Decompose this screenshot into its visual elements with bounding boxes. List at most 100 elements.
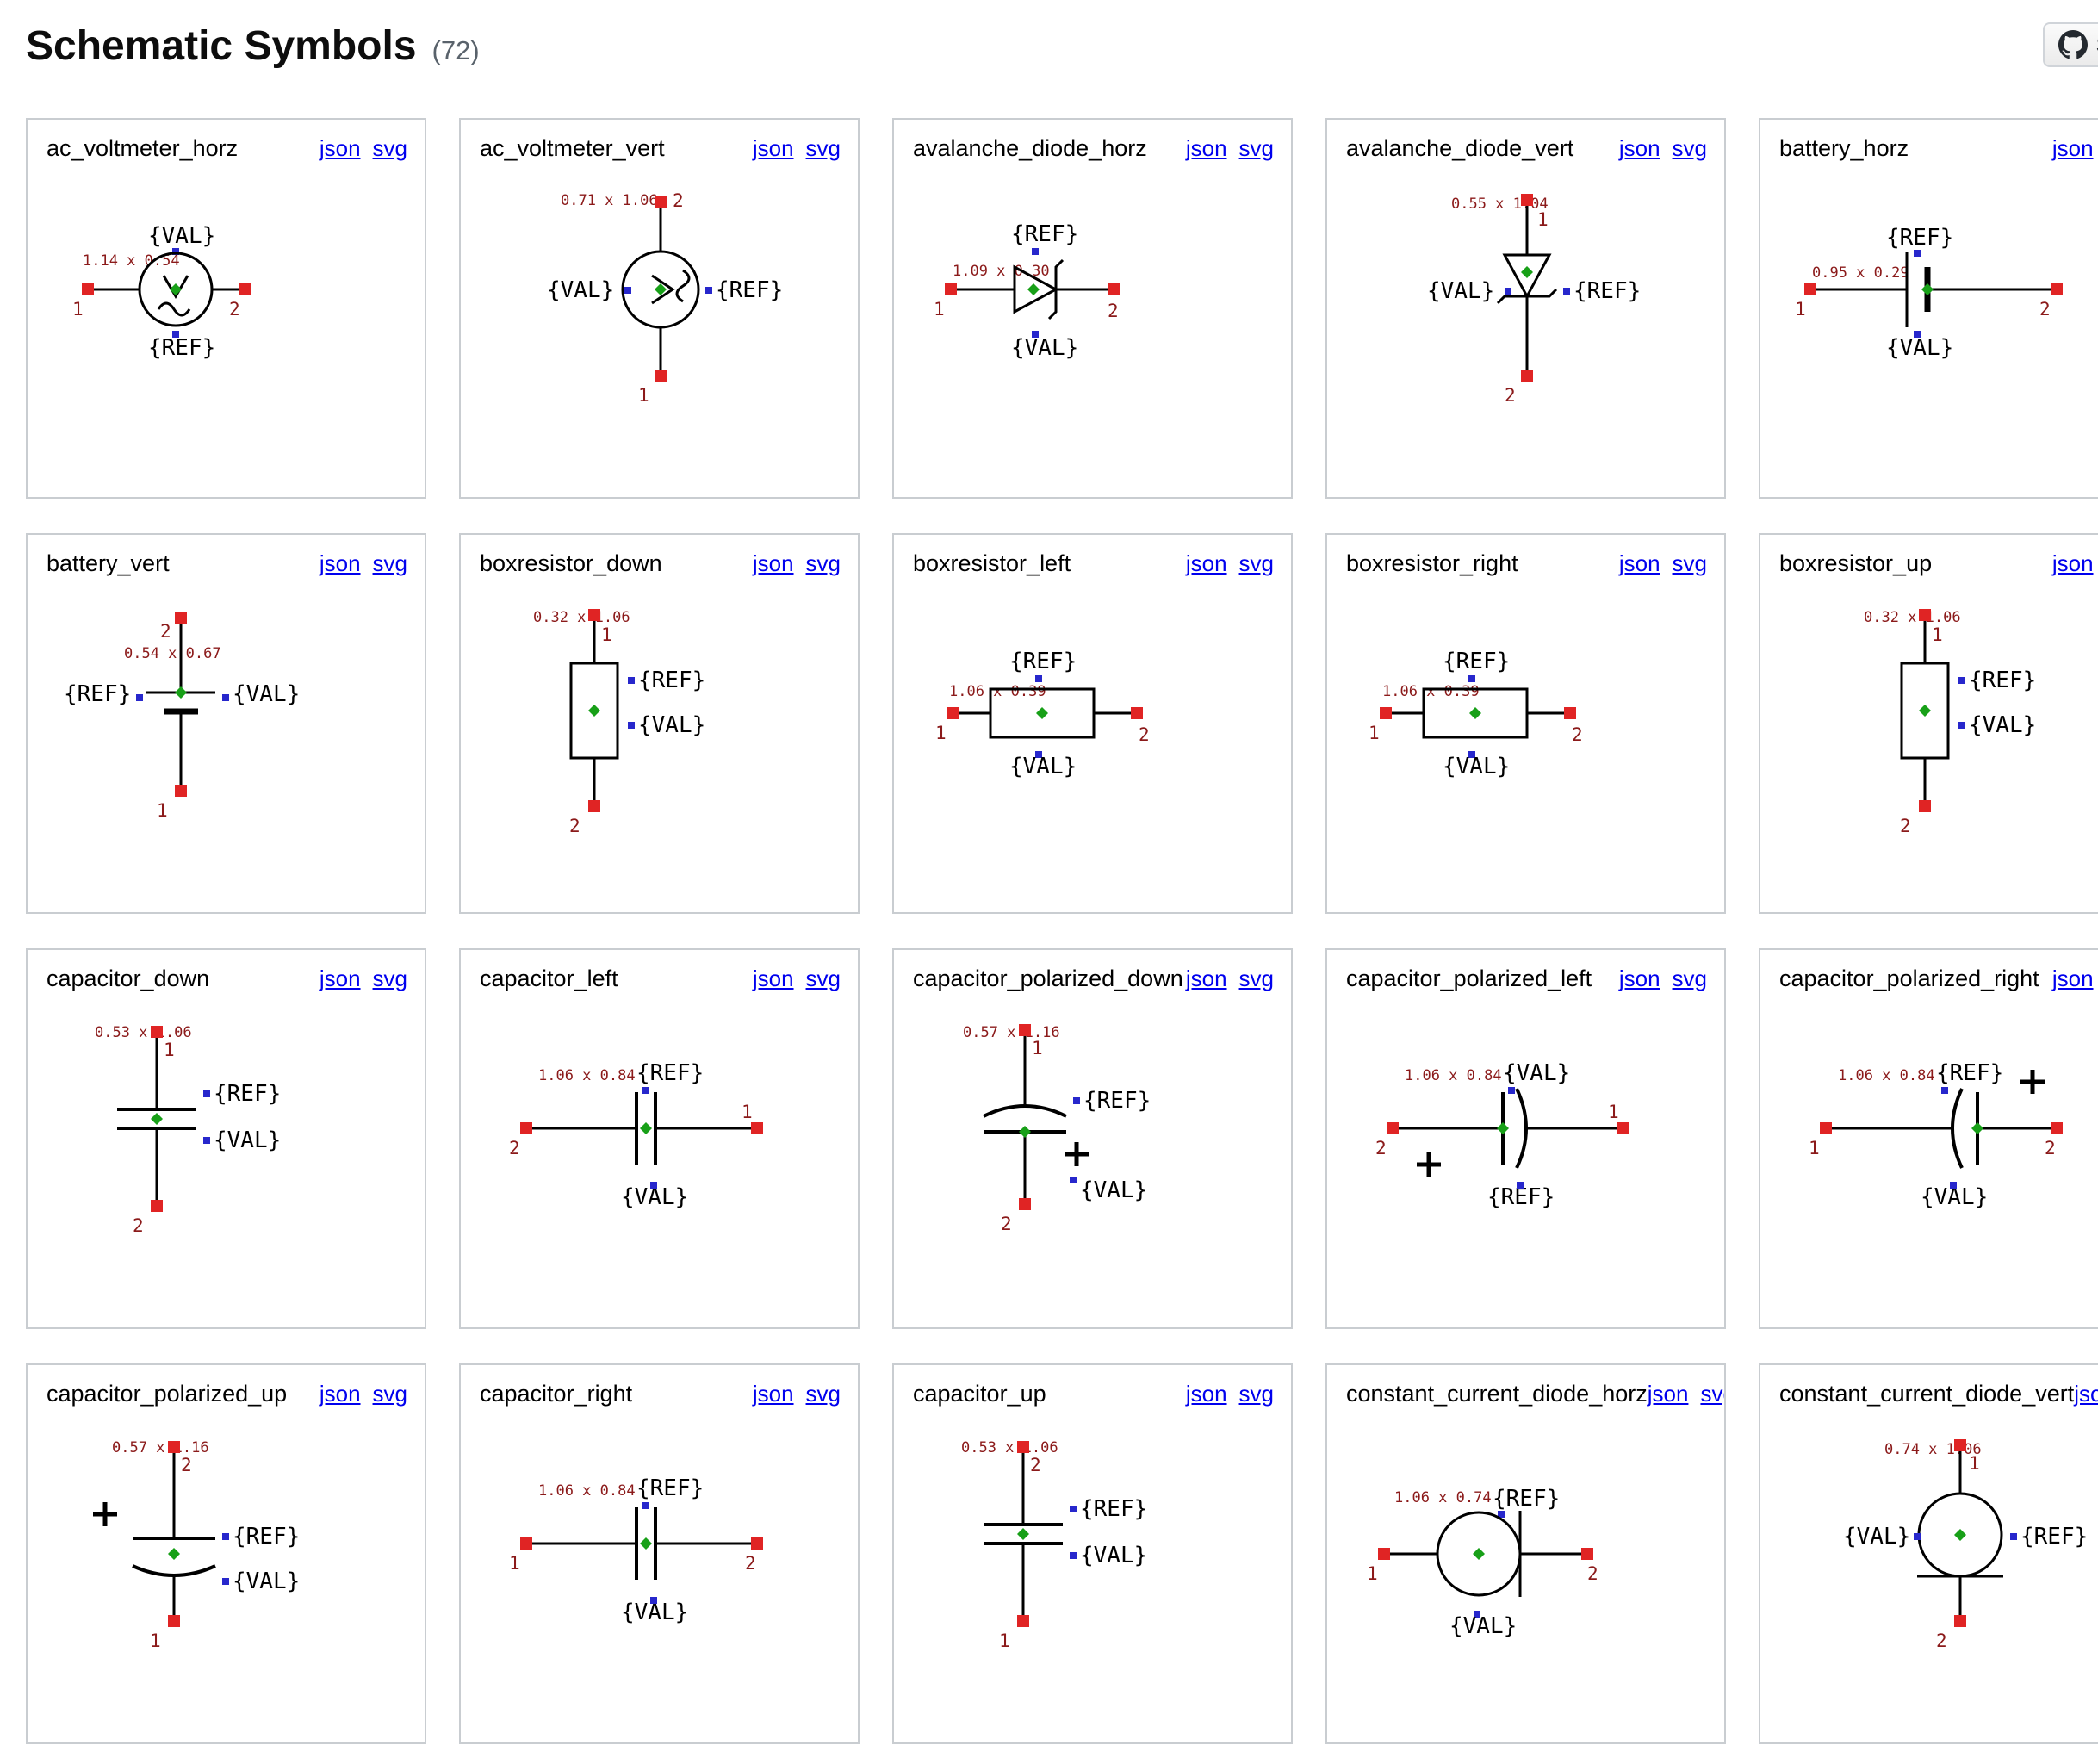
val-label: {VAL}: [1449, 1613, 1517, 1639]
svg-link[interactable]: svg: [372, 135, 407, 161]
pin-number-2: 2: [745, 1553, 756, 1574]
svg-link[interactable]: svg: [372, 1381, 407, 1407]
svg-link[interactable]: svg: [805, 966, 841, 991]
plus-sign: [1065, 1142, 1089, 1166]
val-label: {VAL}: [1009, 754, 1077, 780]
cathode-bar: [1496, 288, 1558, 305]
diode-triangle: [1013, 264, 1059, 314]
val-label: {VAL}: [547, 277, 614, 303]
pin-number-1: 1: [1032, 1038, 1043, 1059]
pin-number-1: 1: [164, 1040, 175, 1060]
svg-link[interactable]: svg: [805, 135, 841, 161]
symbol-name: ac_voltmeter_vert: [480, 135, 665, 161]
svg-link[interactable]: svg: [805, 1381, 841, 1407]
json-link[interactable]: json: [1618, 135, 1660, 161]
json-link[interactable]: json: [2051, 966, 2094, 991]
svg-link[interactable]: svg: [1700, 1381, 1724, 1407]
dimension-label: 1.06 x 0.39: [1382, 683, 1480, 700]
svg-link[interactable]: svg: [372, 550, 407, 576]
pin-number-2: 2: [181, 1455, 192, 1475]
svg-link[interactable]: svg: [372, 966, 407, 991]
json-link[interactable]: json: [319, 966, 361, 991]
json-link[interactable]: json: [319, 1381, 361, 1407]
json-link[interactable]: json: [752, 550, 794, 576]
ref-anchor-marker: [172, 331, 179, 338]
pin-number-2: 2: [509, 1138, 520, 1158]
pin-number-2: 2: [569, 816, 580, 836]
json-link[interactable]: json: [1185, 135, 1227, 161]
json-link[interactable]: json: [2051, 135, 2094, 161]
pin-square-2: [588, 800, 600, 812]
svg-link[interactable]: svg: [1238, 1381, 1274, 1407]
pin-square-1: [1019, 1024, 1031, 1036]
pin-square-2: [1131, 707, 1143, 719]
ref-label: {REF}: [1969, 668, 2036, 693]
pin-number-2: 2: [1139, 724, 1150, 745]
pin-square-2: [1387, 1122, 1399, 1134]
anchor-diamond: [1919, 705, 1931, 717]
json-link[interactable]: json: [2074, 1381, 2098, 1407]
pin-square-1: [1017, 1615, 1029, 1627]
pin-number-2: 2: [1936, 1630, 1947, 1651]
val-label: {VAL}: [1969, 712, 2036, 738]
json-link[interactable]: json: [1618, 966, 1660, 991]
pin-number-1: 1: [1932, 624, 1943, 645]
pin-square-1: [1380, 707, 1392, 719]
symbol-canvas: 0.71 x 1.06 2 {VAL} {REF} 1: [547, 190, 783, 406]
svg-link[interactable]: svg: [1238, 135, 1274, 161]
svg-link[interactable]: svg: [1238, 550, 1274, 576]
json-link[interactable]: json: [1185, 1381, 1227, 1407]
dimension-label: 0.55 x 1.04: [1451, 196, 1549, 213]
pin-square-2: [175, 612, 187, 624]
val-anchor-marker: [650, 1597, 657, 1604]
val-label: {VAL}: [1427, 278, 1494, 304]
val-anchor-marker: [624, 287, 631, 294]
dimension-label: 1.06 x 0.84: [1838, 1067, 1935, 1084]
symbol-canvas: 1.14 x 0.54 {VAL} 1 2 {REF}: [72, 223, 251, 361]
json-link[interactable]: json: [2051, 550, 2094, 576]
pin-number-1: 1: [638, 385, 649, 406]
val-anchor-marker: [203, 1137, 210, 1144]
json-link[interactable]: json: [1185, 550, 1227, 576]
ref-label: {REF}: [1083, 1088, 1151, 1114]
val-label: {VAL}: [233, 1568, 300, 1594]
svg-link[interactable]: svg: [1672, 550, 1707, 576]
pin-number-1: 1: [1969, 1453, 1980, 1474]
svg-link[interactable]: svg: [1238, 966, 1274, 991]
json-link[interactable]: json: [752, 135, 794, 161]
ref-anchor-marker: [705, 287, 712, 294]
github-star-button[interactable]: Star: [2043, 22, 2098, 67]
json-link[interactable]: json: [1647, 1381, 1689, 1407]
pin-square-1: [1820, 1122, 1832, 1134]
json-link[interactable]: json: [752, 1381, 794, 1407]
json-link[interactable]: json: [319, 135, 361, 161]
capacitor-curved-plate: [132, 1564, 216, 1577]
svg-link[interactable]: svg: [805, 550, 841, 576]
svg-link[interactable]: svg: [1672, 135, 1707, 161]
pin-square-2: [655, 196, 667, 208]
json-link[interactable]: json: [1618, 550, 1660, 576]
ref-label: {REF}: [1574, 278, 1641, 304]
symbol-canvas: 1.06 x 0.84 {REF} 1 2 {VAL}: [509, 1475, 763, 1625]
json-link[interactable]: json: [752, 966, 794, 991]
capacitor-curved-plate: [1515, 1088, 1528, 1169]
symbol-name: boxresistor_down: [480, 550, 662, 576]
json-link[interactable]: json: [1185, 966, 1227, 991]
json-link[interactable]: json: [319, 550, 361, 576]
val-anchor-marker: [650, 1182, 657, 1189]
dimension-label: 0.32 x 1.06: [533, 609, 630, 626]
anchor-diamond: [640, 1122, 652, 1134]
val-anchor-marker: [1958, 722, 1965, 729]
ref-anchor-marker: [1498, 1511, 1505, 1518]
anchor-diamond: [1019, 1126, 1031, 1138]
dimension-label: 0.57 x 1.16: [963, 1024, 1060, 1041]
pin-number-2: 2: [2039, 299, 2051, 320]
pin-number-1: 1: [601, 624, 612, 645]
svg-link[interactable]: svg: [1672, 966, 1707, 991]
